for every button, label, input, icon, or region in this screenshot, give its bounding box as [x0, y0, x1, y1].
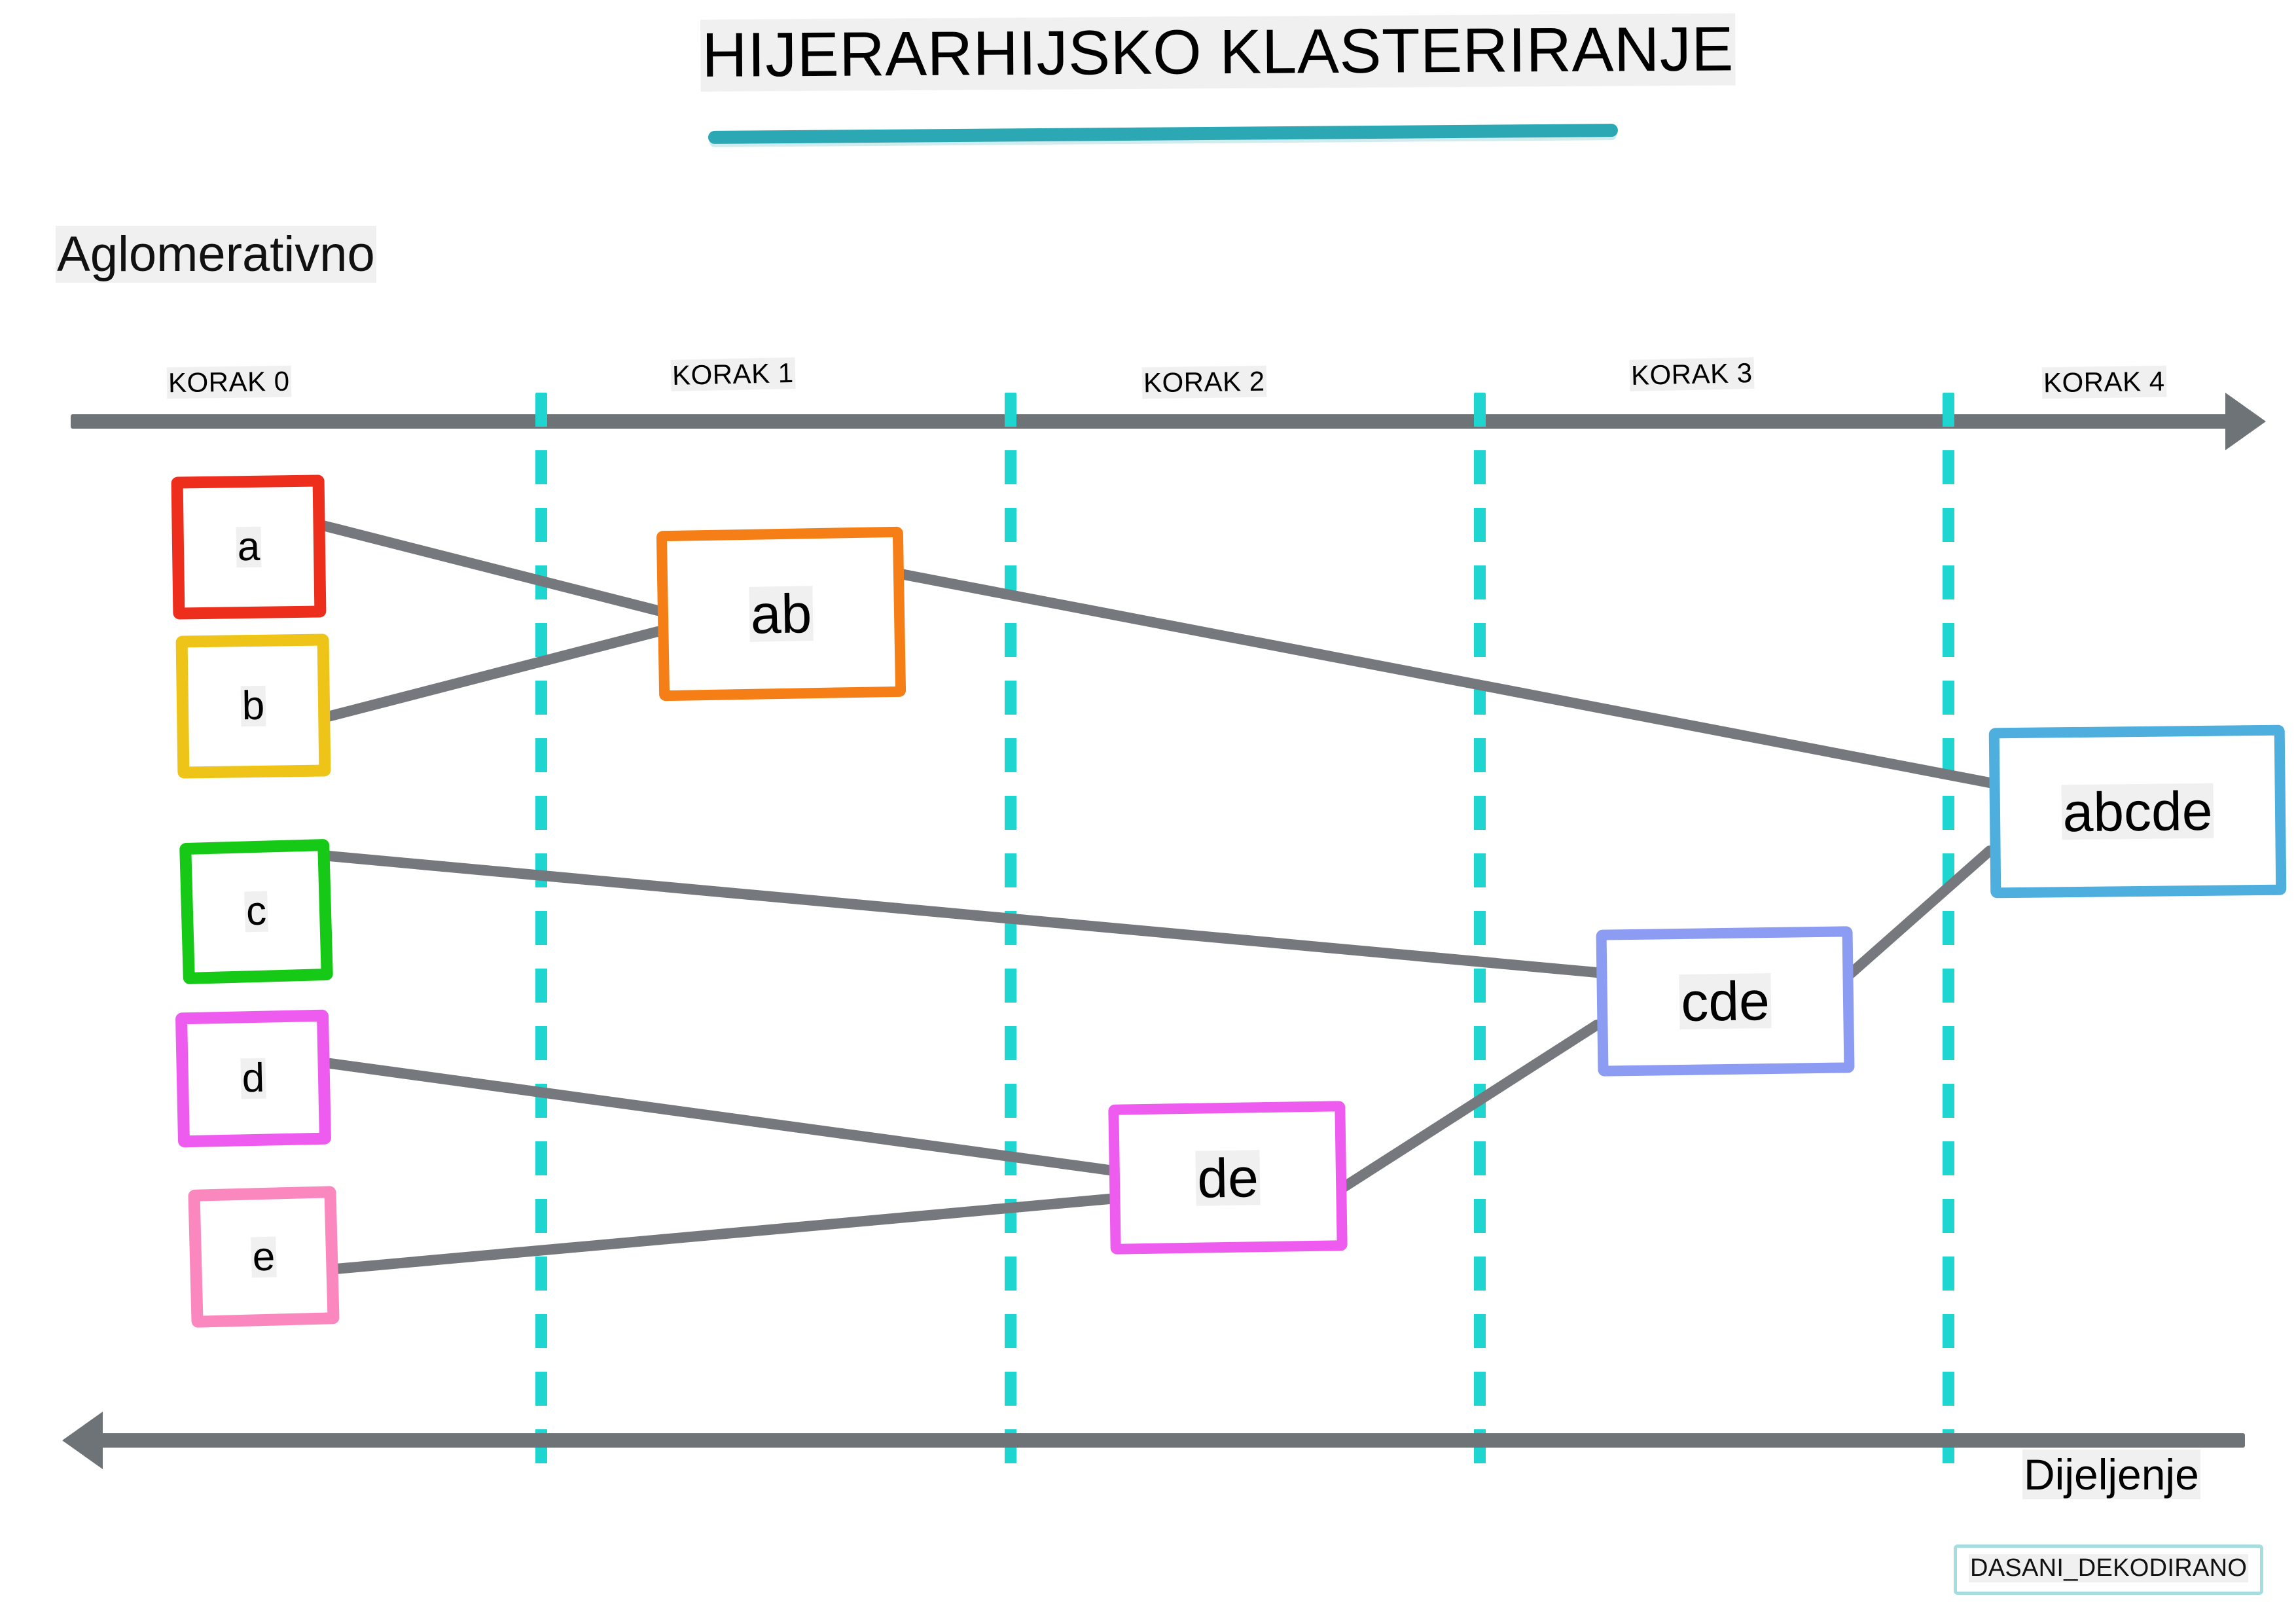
cluster-node-label: a: [236, 524, 262, 570]
link-d-de: [301, 1055, 1115, 1175]
timeline-axis-bottom: [98, 1433, 2245, 1448]
step-divider-1: [1005, 393, 1016, 1466]
link-c-cde: [302, 849, 1602, 978]
watermark-text: DASANI_DEKODIRANO: [1969, 1554, 2249, 1582]
agglomerative-label: Aglomerativno: [56, 226, 376, 283]
link-ab-abcde: [878, 565, 1995, 788]
cluster-node-cde[interactable]: cde: [1596, 926, 1855, 1077]
step-label-text: KORAK 3: [1629, 357, 1755, 391]
arrow-right-icon: [2225, 393, 2266, 450]
step-divider-3: [1943, 393, 1954, 1466]
timeline-axis-top: [71, 414, 2250, 429]
divisive-label: Dijeljenje: [2022, 1450, 2200, 1499]
page-title: HIJERARHIJSKO KLASTERIRANJE: [700, 13, 1736, 92]
cluster-node-abcde[interactable]: abcde: [1988, 724, 2287, 899]
agglomerative-label-text: Aglomerativno: [56, 226, 376, 283]
cluster-node-c[interactable]: c: [179, 838, 333, 985]
link-a-ab: [297, 515, 663, 616]
step-label-1: KORAK 1: [670, 357, 796, 391]
title-block: HIJERARHIJSKO KLASTERIRANJE: [700, 13, 1736, 144]
cluster-node-d[interactable]: d: [175, 1009, 332, 1148]
cluster-node-label: de: [1195, 1146, 1261, 1209]
divisive-label-text: Dijeljenje: [2022, 1450, 2200, 1499]
cluster-node-b[interactable]: b: [175, 633, 331, 779]
step-label-text: KORAK 4: [2041, 365, 2166, 399]
step-label-4: KORAK 4: [2041, 365, 2166, 399]
step-divider-2: [1474, 393, 1486, 1466]
cluster-node-label: abcde: [2061, 779, 2214, 844]
step-label-text: KORAK 0: [166, 365, 291, 399]
step-label-3: KORAK 3: [1629, 357, 1755, 391]
cluster-node-label: d: [240, 1055, 266, 1101]
arrow-left-icon: [62, 1412, 103, 1469]
cluster-node-ab[interactable]: ab: [656, 526, 906, 702]
step-divider-0: [535, 393, 547, 1466]
cluster-node-label: c: [244, 888, 268, 935]
cluster-node-label: b: [240, 683, 266, 729]
cluster-node-label: ab: [749, 582, 814, 645]
cluster-node-de[interactable]: de: [1108, 1101, 1348, 1255]
cluster-node-label: e: [250, 1234, 278, 1279]
step-label-text: KORAK 2: [1141, 365, 1266, 399]
title-underline: [708, 124, 1619, 144]
page-title-text: HIJERARHIJSKO KLASTERIRANJE: [700, 13, 1736, 92]
step-label-text: KORAK 1: [670, 357, 796, 391]
link-cde-abcde: [1827, 846, 1995, 995]
link-de-cde: [1320, 1020, 1602, 1204]
watermark-badge: DASANI_DEKODIRANO: [1954, 1544, 2264, 1595]
step-label-0: KORAK 0: [166, 365, 291, 399]
link-e-de: [309, 1194, 1115, 1276]
cluster-node-a[interactable]: a: [171, 474, 327, 620]
link-b-ab: [302, 626, 663, 727]
step-label-2: KORAK 2: [1141, 365, 1266, 399]
cluster-node-label: cde: [1679, 970, 1772, 1033]
cluster-node-e[interactable]: e: [188, 1186, 340, 1328]
